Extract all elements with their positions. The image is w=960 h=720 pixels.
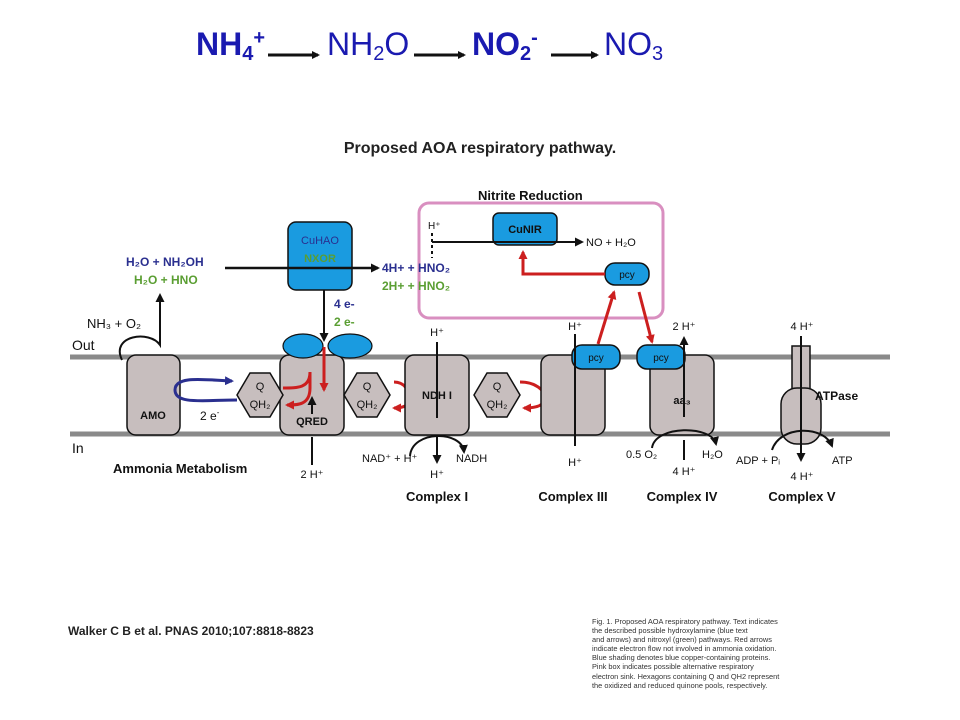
cuhao-label: CuHAO — [301, 235, 339, 247]
qh2-label: QH₂ — [487, 399, 508, 411]
q-label: Q — [256, 381, 265, 393]
nh4-label: NH4+ — [196, 26, 265, 65]
q-label: Q — [363, 381, 372, 393]
qred-blue-domain — [327, 333, 373, 359]
amo-quinone-arrow — [173, 376, 238, 403]
amo-complex — [126, 354, 181, 436]
citation: Walker C B et al. PNAS 2010;107:8818-882… — [68, 624, 314, 638]
ammonia-metabolism-label: Ammonia Metabolism — [113, 461, 247, 476]
cuhao-protein — [287, 221, 353, 291]
legend-line: Blue shading denotes blue copper-contain… — [592, 653, 771, 663]
e4-label: 4 e- — [334, 297, 355, 311]
hno2-green-label: 2H+ + HNO₂ — [382, 279, 450, 293]
atpase-label: ATPase — [815, 389, 858, 403]
c3-h-out-label: H⁺ — [568, 321, 582, 333]
h2o-hno-label: H₂O + HNO — [134, 273, 198, 287]
red-arrow-pcy-cunir — [518, 250, 605, 276]
e2-label: 2 e- — [334, 315, 355, 329]
complex-iv-label: Complex IV — [647, 489, 718, 504]
atp-label: ATP — [832, 455, 853, 467]
nitrite-reduction-box — [417, 201, 665, 320]
nxor-label: NXOR — [304, 253, 336, 265]
pcy-label: pcy — [588, 353, 604, 364]
qred-blue-domain — [282, 333, 324, 359]
cunir-label: CuNIR — [508, 224, 542, 236]
out-label: Out — [72, 337, 95, 353]
q-label: Q — [493, 381, 502, 393]
aa3-label: aa₃ — [673, 395, 690, 407]
h2o-nh2oh-label: H₂O + NH₂OH — [126, 255, 204, 269]
in-label: In — [72, 440, 84, 456]
h2o-label: H₂O — [702, 449, 723, 461]
legend-line: and arrows) and nitroxyl (green) pathway… — [592, 635, 772, 645]
ndh-h-out-label: H⁺ — [430, 327, 444, 339]
complex-iii-label: Complex III — [538, 489, 607, 504]
qred-2h-label: 2 H⁺ — [301, 469, 324, 481]
c3-h-in-label: H⁺ — [568, 457, 582, 469]
pcy-label: pcy — [653, 353, 669, 364]
pcy-label: pcy — [619, 270, 635, 281]
c4-2h-label: 2 H⁺ — [673, 321, 696, 333]
figure-legend: Fig. 1. Proposed AOA respiratory pathway… — [592, 617, 842, 690]
h-plus-label: H⁺ — [428, 221, 441, 232]
nitrogen-pathway: NH4+ NH2O NO2- NO3 — [196, 26, 663, 65]
qred-label: QRED — [296, 416, 328, 428]
complex-i-label: Complex I — [406, 489, 468, 504]
cunir-protein — [492, 212, 558, 246]
hno2-blue-label: 4H+ + HNO₂ — [382, 261, 450, 275]
legend-line: Pink box indicates possible alternative … — [592, 662, 754, 672]
ndh-h-in-label: H⁺ — [430, 469, 444, 481]
legend-line: indicate electron flow not involved in a… — [592, 644, 777, 654]
nad-label: NAD⁺ + H⁺ — [362, 453, 418, 465]
complex-v-label: Complex V — [768, 489, 836, 504]
legend-line: the oxidized and reduced quinone pools, … — [592, 680, 768, 690]
red-arrow-down — [637, 291, 655, 344]
amo-label: AMO — [140, 410, 166, 422]
c4-4h-label: 4 H⁺ — [673, 466, 696, 478]
pcy-protein — [571, 344, 621, 370]
o2-label: 0.5 O₂ — [626, 449, 657, 461]
two-e-label: 2 e- — [200, 408, 220, 423]
adp-label: ADP + Pᵢ — [736, 455, 780, 467]
atpase-4h-out-label: 4 H⁺ — [791, 321, 814, 333]
atpase-4h-in-label: 4 H⁺ — [791, 471, 814, 483]
quinone-hexagon — [473, 372, 521, 418]
slide-title: Proposed AOA respiratory pathway. — [343, 140, 617, 157]
nh2o-label: NH2O — [327, 26, 409, 65]
amo-substrate-arrow — [118, 293, 165, 361]
atp-synthesis-arrow — [771, 429, 834, 451]
legend-line: the described possible hydroxylamine (bl… — [592, 626, 748, 636]
oxygen-arrow — [651, 429, 719, 449]
red-electron-arrow — [282, 371, 312, 410]
qh2-label: QH₂ — [250, 399, 271, 411]
nh3-o2-label: NH₃ + O₂ — [87, 316, 141, 331]
red-arrow-up — [596, 290, 617, 345]
nadh-label: NADH — [456, 453, 487, 465]
legend-line: Fig. 1. Proposed AOA respiratory pathway… — [592, 617, 778, 626]
nitrite-reduction-label: Nitrite Reduction — [478, 188, 583, 203]
quinone-hexagon — [236, 372, 284, 418]
qh2-label: QH₂ — [357, 399, 378, 411]
quinone-hexagon — [343, 372, 391, 418]
no-h2o-label: NO + H₂O — [586, 237, 636, 249]
no2-label: NO2- — [472, 26, 538, 65]
no3-label: NO3 — [604, 26, 663, 65]
legend-line: electron sink. Hexagons containing Q and… — [592, 671, 780, 681]
